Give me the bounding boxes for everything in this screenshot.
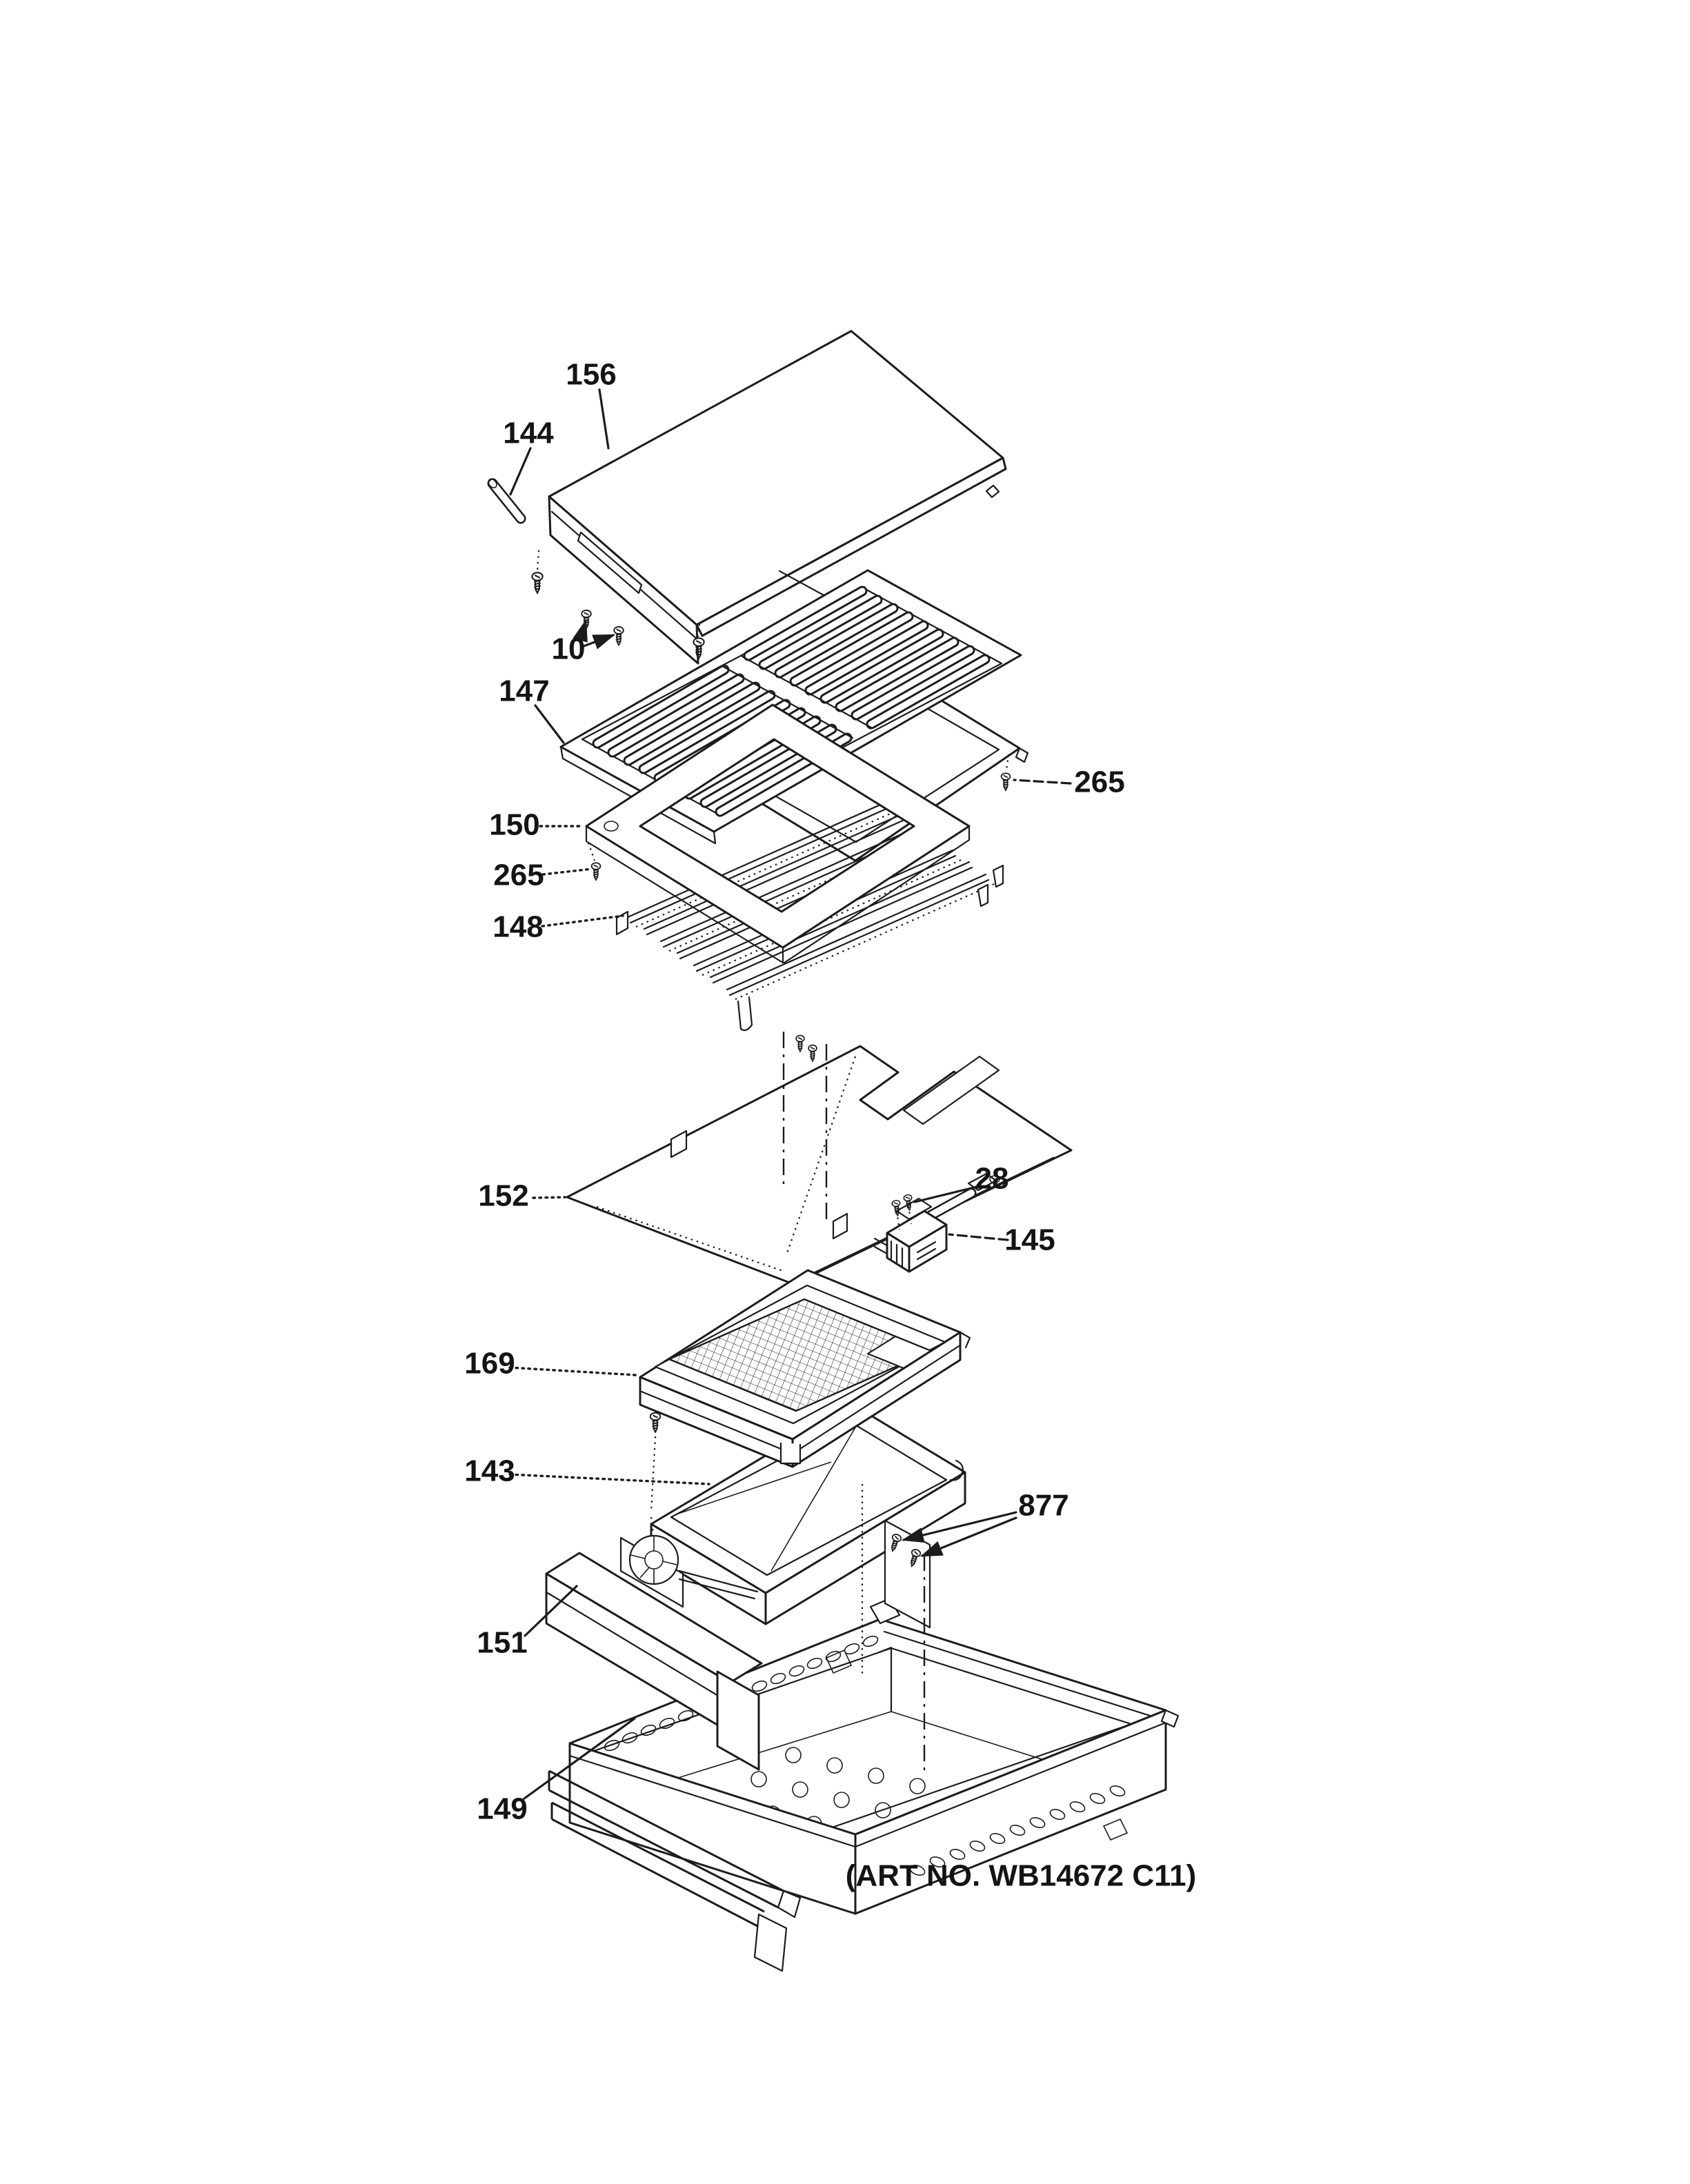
- leader-line-144: [509, 447, 532, 496]
- part-label-150: 150: [489, 808, 539, 842]
- part-label-169: 169: [464, 1347, 515, 1381]
- part-143-tray: [619, 1403, 966, 1625]
- part-10-screws: [531, 550, 705, 659]
- leader-line-877: [920, 1516, 1017, 1557]
- part-145-igniter: [873, 1172, 1000, 1273]
- part-label-28: 28: [975, 1162, 1009, 1196]
- part-151-drawer-front: [545, 1552, 763, 1771]
- leader-line-28: [913, 1185, 981, 1203]
- leader-line-147: [534, 704, 565, 744]
- leader-line-149: [523, 1717, 636, 1800]
- part-label-877: 877: [1018, 1489, 1068, 1523]
- part-152-shield: [566, 1032, 1073, 1285]
- box-side-holes: [909, 1785, 1126, 1876]
- part-label-147: 147: [499, 674, 549, 708]
- part-label-143: 143: [464, 1454, 515, 1488]
- leader-line-169: [508, 1366, 638, 1376]
- part-label-149: 149: [477, 1792, 527, 1826]
- part-label-145: 145: [1004, 1223, 1055, 1257]
- leader-line-10: [573, 619, 588, 643]
- leader-line-156: [598, 388, 610, 450]
- leader-line-151: [524, 1585, 578, 1637]
- leader-line-143: [508, 1473, 710, 1485]
- part-label-265l: 265: [493, 859, 544, 892]
- part-label-10: 10: [552, 632, 586, 666]
- part-label-265r: 265: [1074, 765, 1124, 799]
- part-label-144: 144: [503, 417, 554, 450]
- leader-line-10: [582, 634, 615, 650]
- leader-line-148: [541, 914, 624, 928]
- part-156-griddle-cover: [548, 330, 1007, 665]
- part-label-156: 156: [566, 358, 616, 392]
- leader-line-265r: [1013, 779, 1072, 785]
- part-label-148: 148: [493, 910, 543, 944]
- art-number: (ART NO. WB14672 C11): [846, 1859, 1197, 1893]
- part-label-151: 151: [477, 1626, 527, 1660]
- part-150-frame: [585, 703, 971, 964]
- part-144-rod: [487, 478, 526, 524]
- part-147-grate: [559, 569, 1022, 845]
- leader-line-152: [532, 1196, 566, 1199]
- part-label-152: 152: [478, 1179, 528, 1213]
- leader-line-265l: [541, 868, 593, 876]
- leader-line-877: [901, 1511, 1017, 1543]
- leader-line-145: [948, 1233, 1009, 1241]
- part-169-mesh-panel: [639, 1269, 971, 1468]
